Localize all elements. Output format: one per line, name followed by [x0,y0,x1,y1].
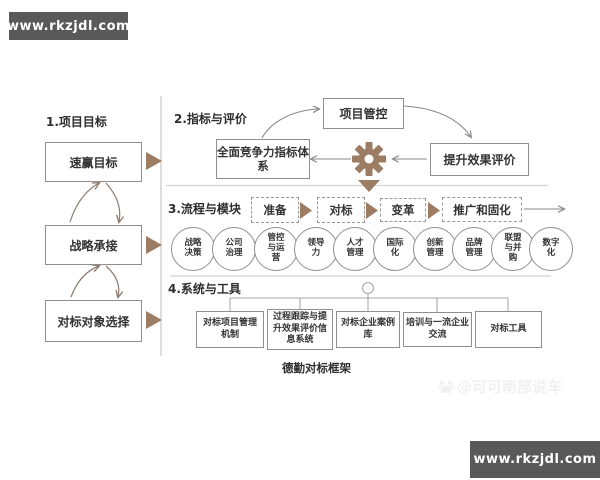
watermark-url-bottom: www.rkzjdl.com [470,441,600,478]
author-watermark: @可可南部说车 [438,376,562,397]
tools-bracket-connector [229,281,509,312]
strategy-alignment-box: 战略承接 [45,225,142,265]
tool-case-library-box: 对标企业案例库 [336,311,400,348]
triangle-down-icon [358,180,380,192]
module-label: 品牌管理 [465,238,483,258]
module-internationalization-circle: 国际化 [373,227,417,271]
section3-title: 3.流程与模块 [168,202,241,216]
module-label: 人才管理 [346,238,364,258]
watermark-url-top: www.rkzjdl.com [7,12,130,40]
watermark-text: @可可南部说车 [457,378,563,396]
module-label: 创新管理 [426,238,444,258]
module-governance-circle: 公司治理 [212,227,256,271]
module-control-operations-circle: 管控与运营 [254,227,298,271]
tool-benchmark-tools-box: 对标工具 [475,311,542,348]
gear-icon [352,142,386,176]
tool-benchmark-pm-mechanism-box: 对标项目管理机制 [196,311,264,348]
quick-win-goal-box: 速赢目标 [45,142,142,182]
tool-training-exchange-box: 培训与一流企业交流 [403,312,472,347]
section1-title: 1.项目目标 [46,115,107,129]
module-label: 国际化 [386,238,404,258]
module-talent-circle: 人才管理 [333,227,377,271]
diagram-caption: 德勤对标框架 [282,361,351,375]
module-alliance-ma-circle: 联盟与并购 [491,227,535,271]
module-label: 战略决策 [184,238,202,258]
section2-title: 2.指标与评价 [174,112,247,126]
module-strategy-circle: 战略决策 [171,227,215,271]
stage-rollout-box: 推广和固化 [442,197,522,222]
module-label: 领导力 [307,238,325,258]
module-innovation-circle: 创新管理 [413,227,457,271]
module-label: 公司治理 [225,238,243,258]
module-leadership-circle: 领导力 [294,227,338,271]
baidu-paw-icon [438,380,454,393]
module-label: 联盟与并购 [504,233,522,263]
section4-title: 4.系统与工具 [168,282,241,296]
competitiveness-indicator-system-box: 全面竞争力指标体系 [216,139,310,179]
triangle-right-icon [146,152,162,329]
module-brand-circle: 品牌管理 [452,227,496,271]
module-label: 管控与运营 [267,233,285,263]
project-control-box: 项目管控 [323,98,404,129]
benchmark-target-selection-box: 对标对象选择 [45,300,142,342]
cycle-arrows-bottom [70,266,119,297]
tool-tracking-evaluation-system-box: 过程跟踪与提升效果评价信息系统 [267,309,333,350]
stage-prepare-box: 准备 [251,197,299,223]
module-digital-circle: 数字化 [529,227,573,271]
stage-transform-box: 变革 [380,198,426,222]
module-label: 数字化 [542,238,560,258]
stage-benchmark-box: 对标 [317,197,365,223]
improvement-effect-evaluation-box: 提升效果评价 [430,143,529,176]
cycle-arrows-top [69,183,120,222]
